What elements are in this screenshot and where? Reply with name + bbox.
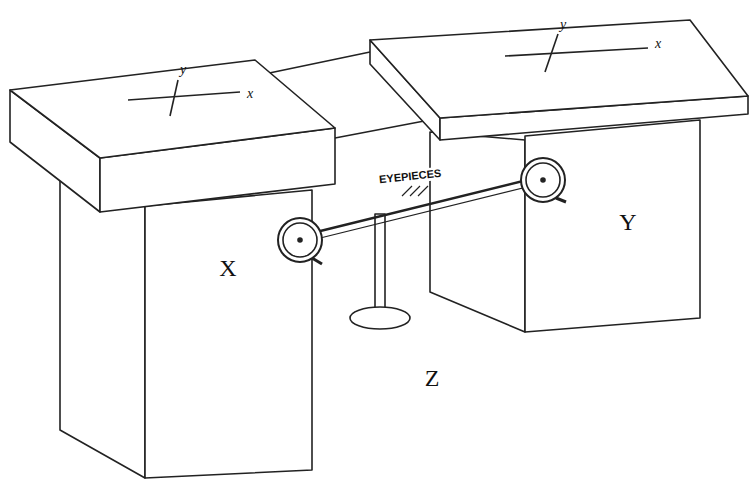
callout-letter: X [219,256,236,280]
callout-letter: Z [425,366,440,390]
axis-label: y [180,63,186,77]
callout-letter: Y [619,210,636,234]
axis-label: x [655,37,661,51]
axis-label: y [560,18,566,32]
axis-label: x [247,87,253,101]
